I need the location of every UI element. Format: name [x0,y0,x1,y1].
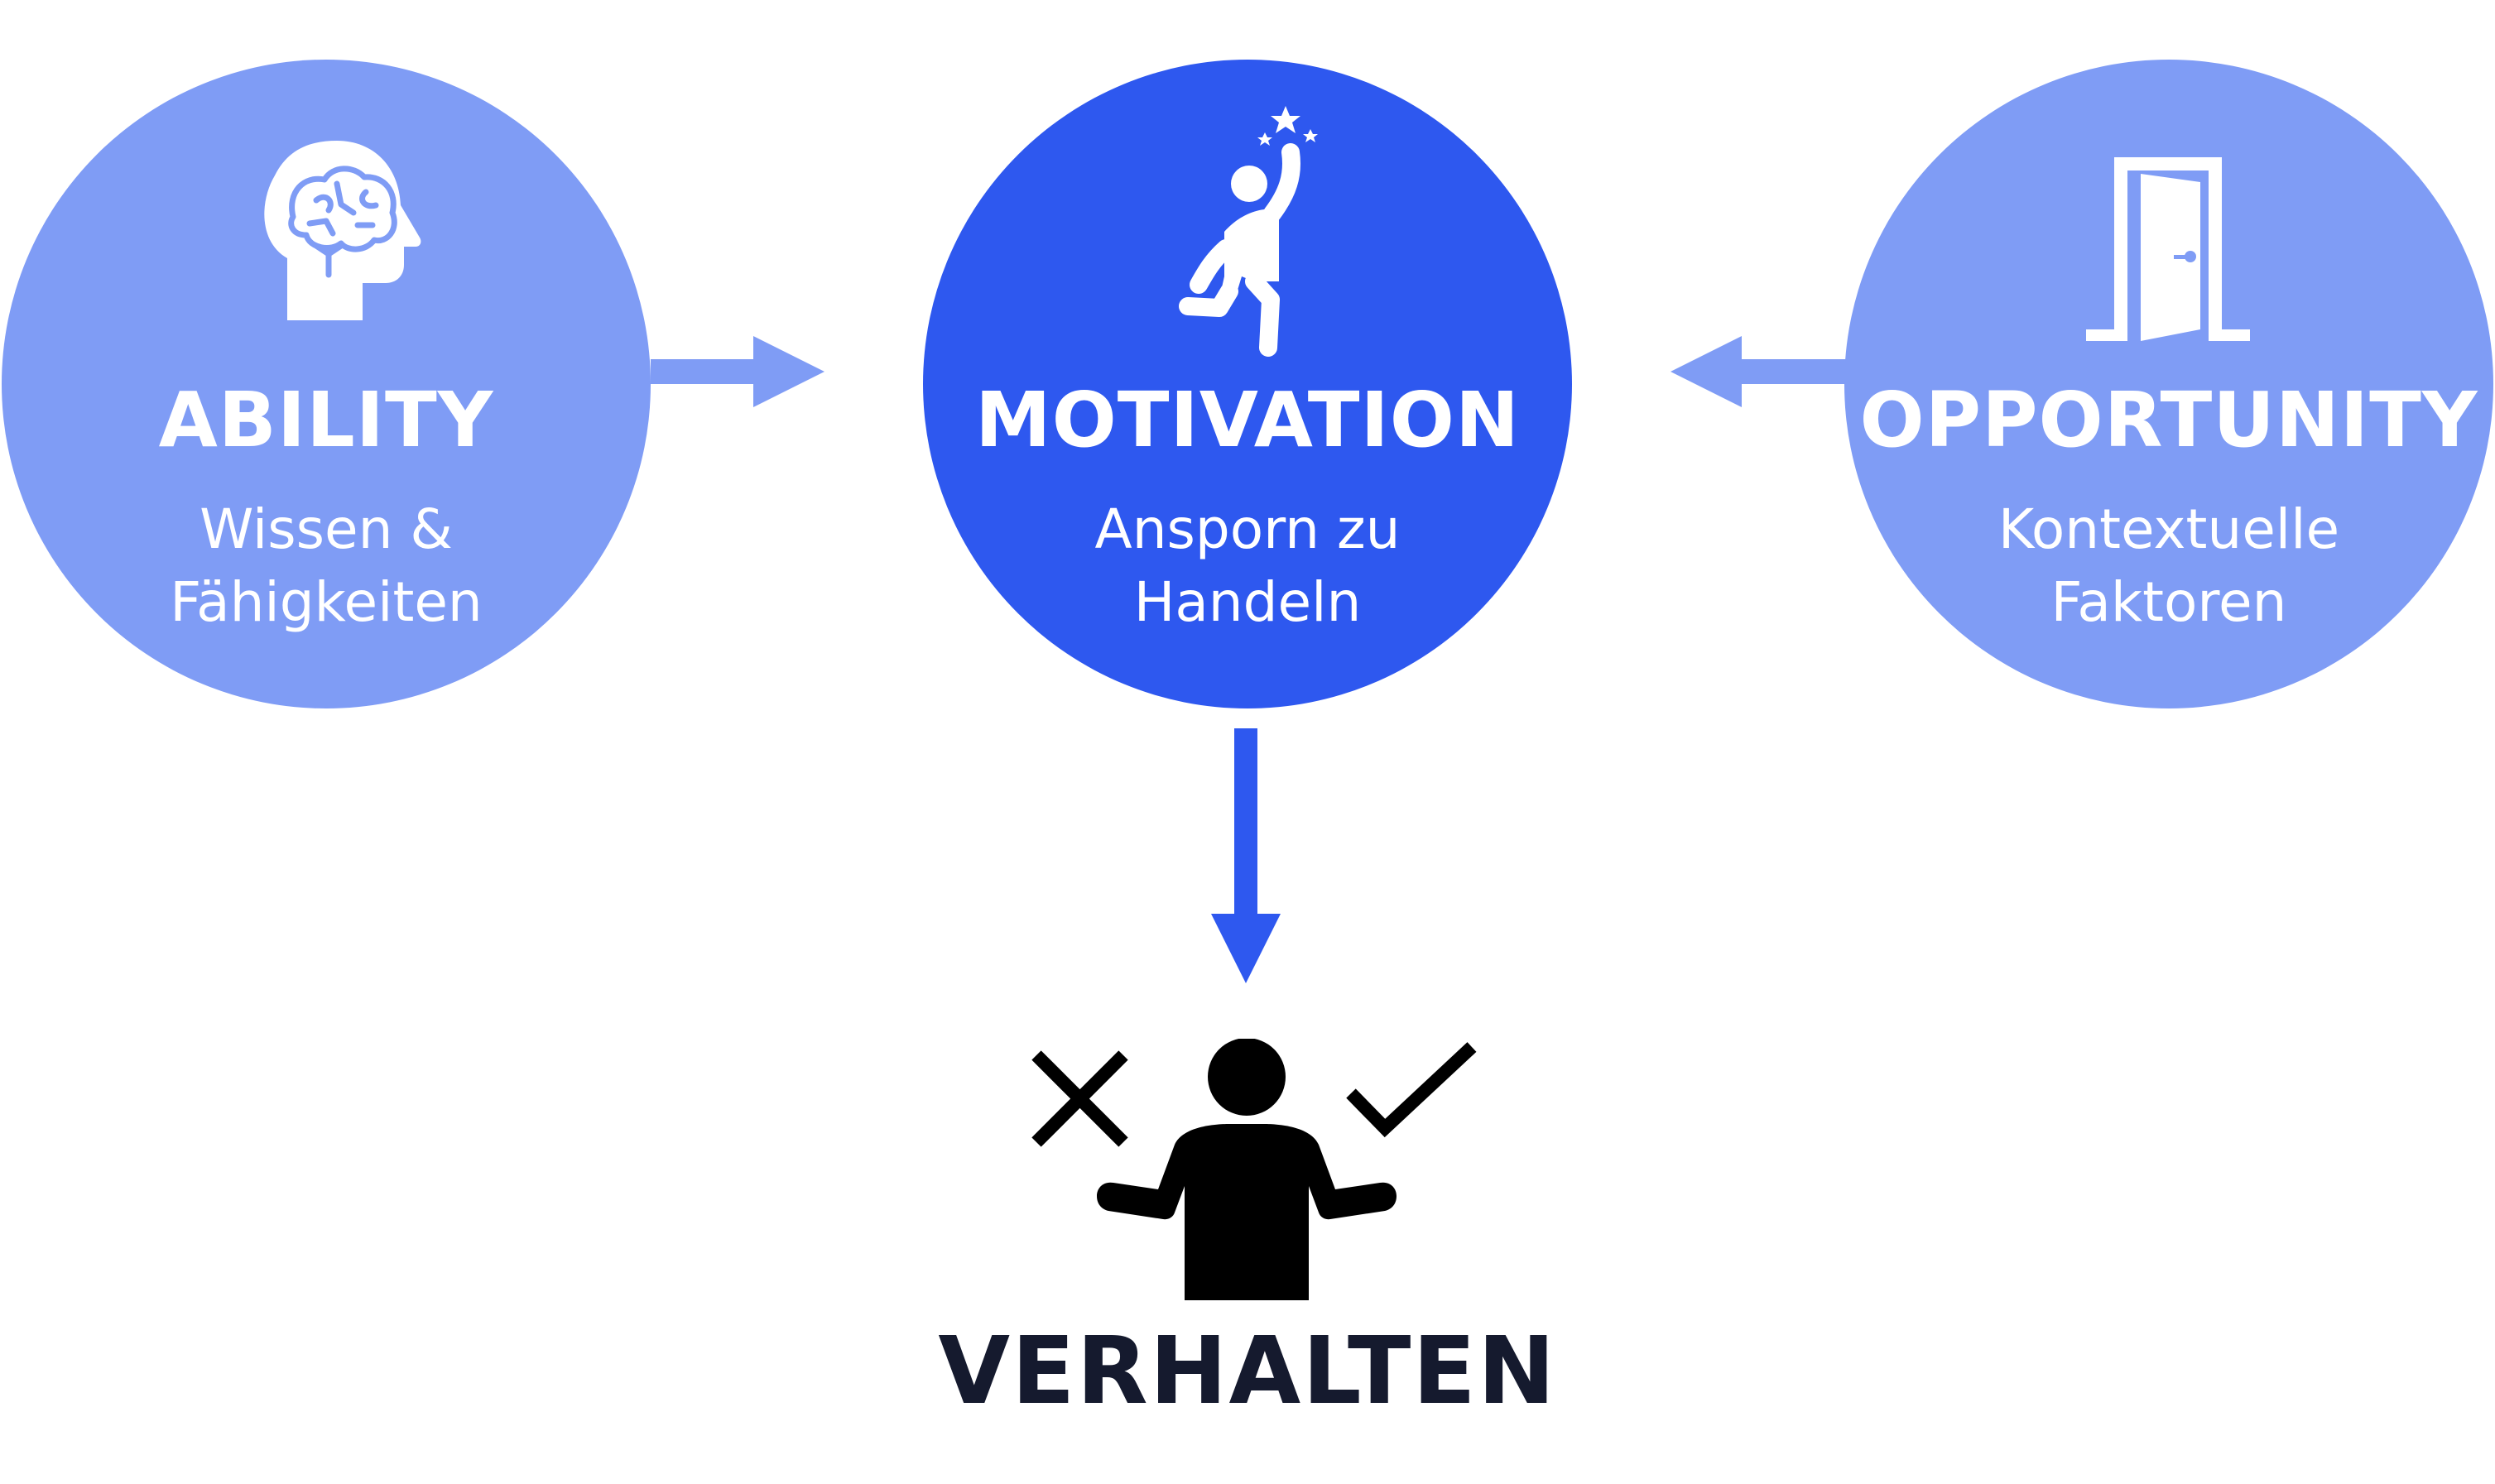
motivation-subtitle: Ansporn zu Handeln [923,493,1572,639]
motivation-title: MOTIVATION [975,376,1520,464]
motivation-subtitle-line2: Handeln [1133,570,1362,634]
motivation-subtitle-line1: Ansporn zu [1094,497,1401,561]
cross-icon [1031,1050,1128,1147]
motivation-circle: MOTIVATION Ansporn zu Handeln [923,60,1572,708]
brain-head-icon [264,141,421,320]
opportunity-subtitle-line2: Faktoren [2050,570,2287,634]
ability-subtitle-line1: Wissen & [200,497,453,561]
behavior-title: VERHALTEN [938,1318,1557,1425]
ability-subtitle-line2: Fähigkeiten [170,570,483,634]
ability-circle: ABILITY Wissen & Fähigkeiten [2,60,651,708]
person-shrug-icon [1097,1039,1397,1300]
opportunity-subtitle: Kontextuelle Faktoren [1844,493,2493,639]
person-decision-icon [1031,1039,1477,1300]
check-icon [1346,1042,1477,1138]
arrow-opportunity-to-motivation [1671,336,1848,407]
open-door-icon [2086,157,2250,341]
ability-subtitle: Wissen & Fähigkeiten [2,493,651,639]
arrow-ability-to-motivation [651,336,824,407]
arrow-motivation-to-behavior [1211,728,1281,983]
reaching-for-stars-icon [1179,106,1318,357]
ability-title: ABILITY [158,376,494,464]
opportunity-circle: OPPORTUNITY Kontextuelle Faktoren [1844,60,2493,708]
opportunity-subtitle-line1: Kontextuelle [1997,497,2340,561]
opportunity-title: OPPORTUNITY [1859,376,2478,464]
